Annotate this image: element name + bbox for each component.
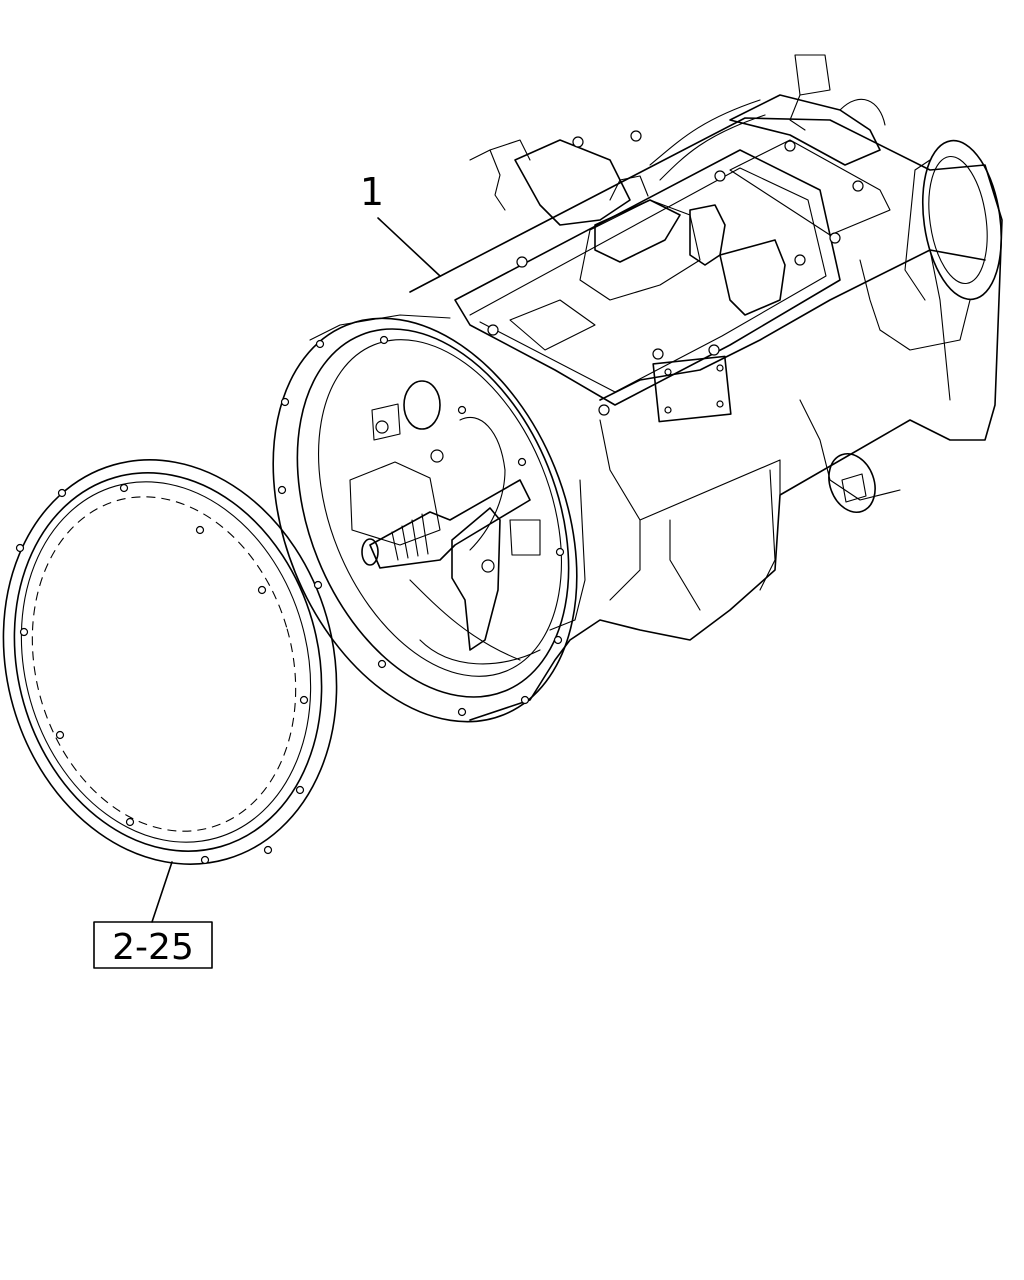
- cover-bolts: [487, 130, 864, 416]
- reference-box: [93, 921, 213, 969]
- bell-housing-bolt-holes: [277, 335, 565, 717]
- callout-reference-2-25[interactable]: 2-25: [93, 861, 213, 969]
- gasket-bolt-holes: [15, 483, 309, 865]
- transmission-assembly[interactable]: [217, 54, 1011, 767]
- callout-part-1[interactable]: 1: [360, 170, 441, 277]
- reference-label: 2-25: [112, 927, 194, 968]
- callout-label-1: 1: [360, 170, 384, 214]
- flywheel-housing-gasket[interactable]: [0, 420, 383, 904]
